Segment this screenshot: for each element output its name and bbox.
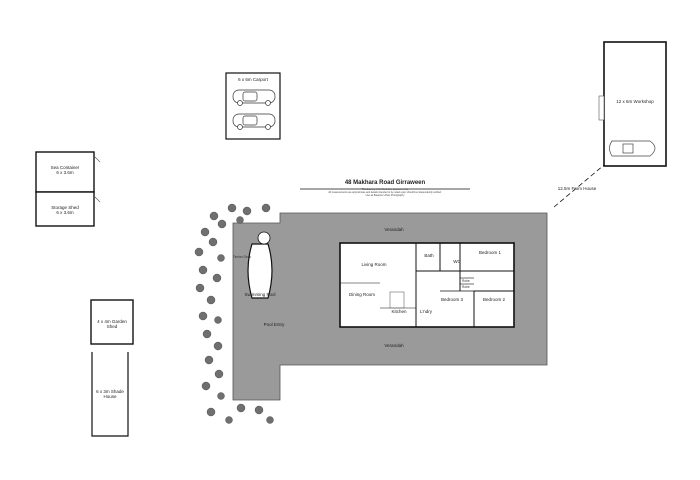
- workshop-distance: 12.5m From House: [557, 186, 597, 191]
- bedroom-3-label: Bedroom 3: [440, 297, 463, 302]
- verandah-bottom-label: Verandah: [384, 343, 404, 348]
- sea-container: [35, 151, 101, 227]
- storage-shed-label: Storage Shed 6 x 3.6m: [36, 205, 94, 215]
- sea-container-label: Sea Container 6 x 3.6m: [36, 165, 94, 175]
- pool-label: Swimming Pool: [244, 292, 276, 297]
- distance-line: [553, 164, 605, 208]
- car-icon: [232, 89, 276, 130]
- kitchen-label: Kitchen: [391, 309, 407, 314]
- laundry-label: L'ndry: [419, 309, 433, 314]
- disclaimer-line: This drawing is for illustrative purpose…: [361, 188, 409, 191]
- bedroom-1-label: Bedroom 1: [478, 250, 501, 255]
- shade-house: [91, 352, 129, 437]
- storage-shed-size: 6 x 3.6m: [56, 210, 74, 215]
- workshop: [598, 41, 667, 167]
- robe-1-label: Robe: [462, 279, 470, 283]
- dining-room-label: Dining Room: [348, 292, 375, 297]
- storage-shed-name: Storage Shed: [51, 205, 79, 210]
- sea-container-name: Sea Container: [50, 165, 80, 170]
- carport: [225, 72, 281, 140]
- robe-2-label: Robe: [462, 285, 470, 289]
- verandah-top-label: Verandah: [384, 227, 404, 232]
- house: [339, 242, 515, 328]
- shade-house-label: 6 x 3m Shade House: [96, 389, 124, 399]
- disclaimer-line: All measurements are approximate and det…: [328, 190, 442, 194]
- pool-deck-label: Timber Deck: [233, 255, 251, 259]
- swimming-pool: [247, 231, 273, 299]
- disclaimer: This drawing is for illustrative purpose…: [318, 188, 452, 198]
- workshop-label: 12 x 6m Workshop: [616, 99, 654, 104]
- plan-title: 48 Makhara Road Girraween: [344, 180, 426, 186]
- living-room-label: Living Room: [361, 262, 387, 267]
- boat-icon: [609, 140, 656, 157]
- garden-shed: [90, 299, 134, 345]
- bedroom-2-label: Bedroom 2: [482, 297, 505, 302]
- bath-label: Bath: [424, 253, 434, 258]
- carport-label: 6 x 6m Carport: [238, 77, 268, 82]
- wc-label: WC: [453, 259, 461, 264]
- disclaimer-line: Use as Baseline Urban Photography: [365, 193, 405, 197]
- pool-entry-label: Pool Entry: [263, 322, 285, 327]
- garden-shed-label: 4 x 4m Garden Shed: [97, 319, 127, 329]
- trees: [194, 203, 274, 424]
- sea-container-size: 6 x 3.6m: [56, 170, 74, 175]
